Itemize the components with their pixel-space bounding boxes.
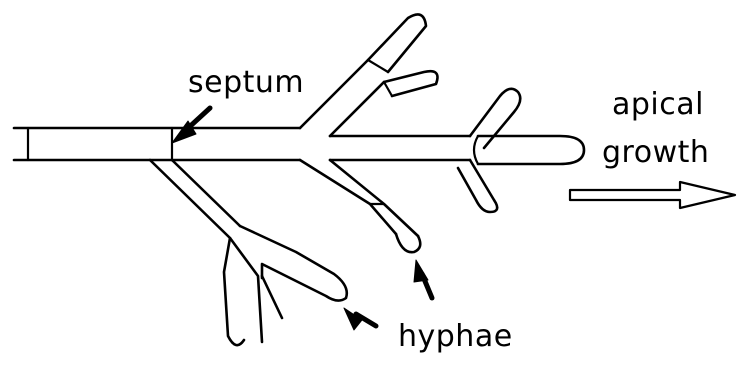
hyphae-label: hyphae	[398, 319, 513, 354]
lower-right-branch	[458, 160, 497, 212]
lower-left-branch	[150, 160, 347, 345]
growth-label: growth	[602, 135, 709, 170]
main-hypha	[14, 128, 470, 160]
apical-label: apical	[612, 87, 704, 122]
septum-label: septum	[188, 65, 304, 100]
septum-pointer-arrow	[172, 108, 210, 143]
hyphae-pointer-arrow-right	[414, 260, 432, 298]
upper-branch	[300, 14, 438, 136]
lower-middle-branch	[300, 160, 420, 252]
hyphae-pointer-arrow-left	[344, 308, 376, 330]
apical-growth-arrow	[570, 182, 735, 208]
